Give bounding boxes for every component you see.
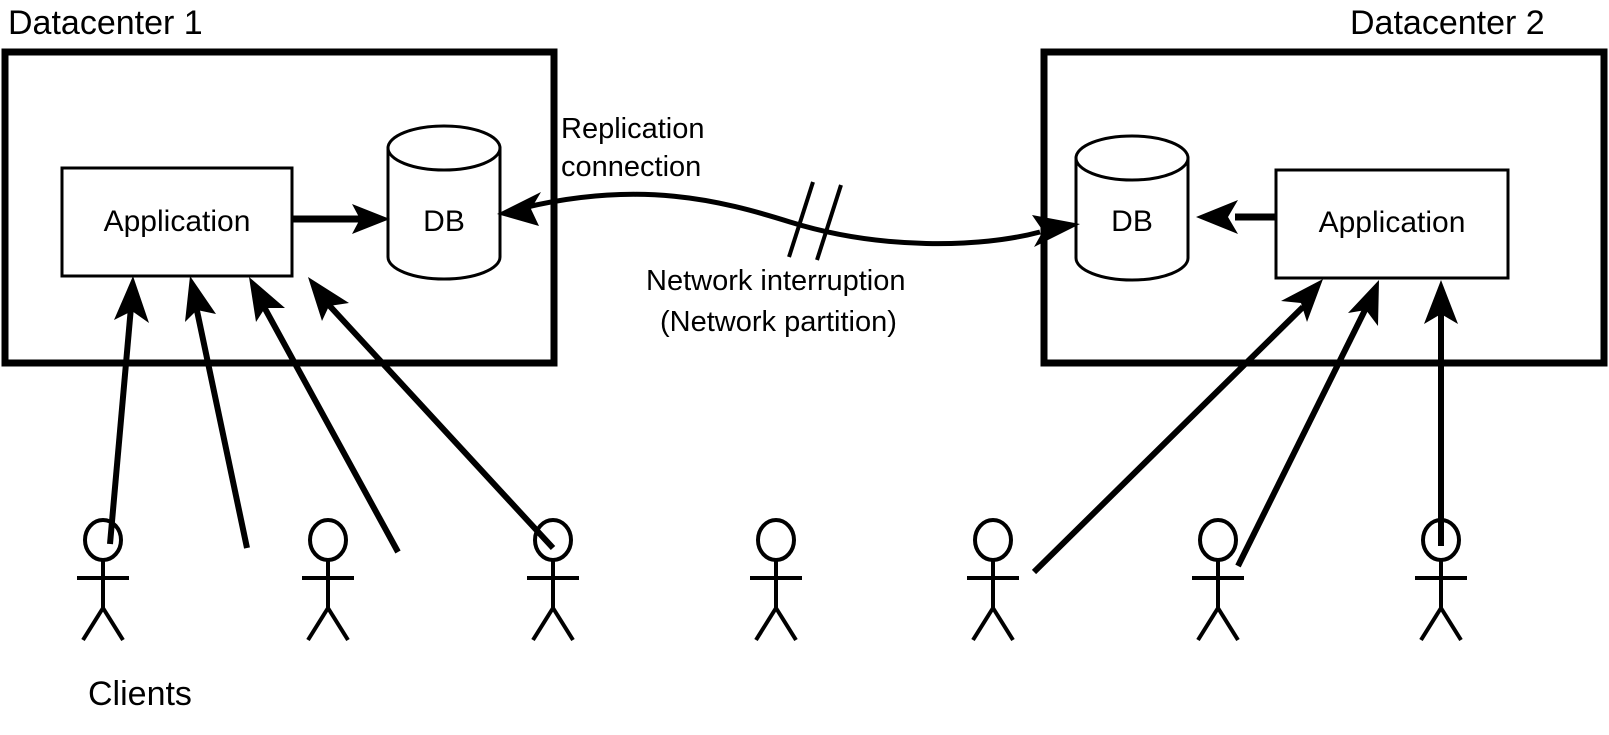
client-figure-5[interactable] bbox=[965, 518, 1021, 642]
dc2-client-arrows bbox=[1031, 279, 1458, 575]
dc1-db-label: DB bbox=[423, 205, 465, 238]
replication-connection-line bbox=[497, 191, 1080, 247]
network-interruption-label-line1: Network interruption bbox=[646, 265, 906, 297]
dc2-database[interactable]: DB bbox=[1074, 134, 1190, 282]
client-figure-6[interactable] bbox=[1190, 518, 1246, 642]
dc1-client-arrows bbox=[107, 276, 556, 554]
dc1-application-label: Application bbox=[104, 205, 251, 238]
client-figure-3[interactable] bbox=[525, 518, 581, 642]
network-interruption-label-line2: (Network partition) bbox=[660, 306, 897, 338]
replication-label-line2: connection bbox=[561, 151, 701, 183]
client-figure-1[interactable] bbox=[75, 518, 131, 642]
dc1-app-to-db-arrow bbox=[292, 204, 390, 234]
double-slash-break-icon bbox=[787, 181, 843, 261]
client-figure-2[interactable] bbox=[300, 518, 356, 642]
datacenter-2-title: Datacenter 2 bbox=[1350, 4, 1545, 42]
dc1-database[interactable]: DB bbox=[386, 124, 502, 281]
dc2-app-to-db-arrow bbox=[1196, 200, 1276, 234]
replication-label-line1: Replication bbox=[561, 113, 704, 145]
dc2-application-box[interactable] bbox=[1274, 168, 1510, 280]
clients-label: Clients bbox=[88, 675, 192, 713]
dc2-application-label: Application bbox=[1319, 206, 1466, 239]
dc2-db-label: DB bbox=[1111, 205, 1153, 238]
datacenter-1-title: Datacenter 1 bbox=[8, 4, 203, 42]
client-figure-4[interactable] bbox=[748, 518, 804, 642]
dc1-application-box[interactable] bbox=[60, 166, 294, 278]
